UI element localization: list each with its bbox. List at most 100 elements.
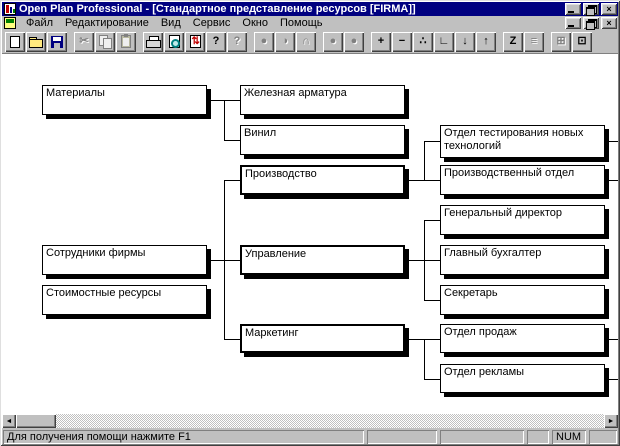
tile-button[interactable]: ⊞ bbox=[551, 31, 571, 52]
close-icon: × bbox=[606, 18, 612, 28]
context-help-button[interactable]: ? bbox=[227, 31, 247, 52]
resource-node-materials[interactable]: Материалы bbox=[42, 85, 207, 115]
menu-item-4[interactable]: Сервис bbox=[192, 17, 231, 29]
minimize-button[interactable] bbox=[565, 3, 581, 15]
toolbar-group bbox=[5, 31, 68, 52]
menu-item-1[interactable]: Файл bbox=[26, 17, 54, 29]
connector-line bbox=[424, 379, 440, 380]
resource-node-management[interactable]: Управление bbox=[240, 245, 405, 275]
move-down-button[interactable]: ↓ bbox=[455, 31, 475, 52]
zigzag-icon: Z bbox=[509, 35, 517, 47]
view-circle-4-button[interactable]: ● bbox=[344, 31, 364, 52]
remove-button[interactable]: − bbox=[392, 31, 412, 52]
question-mark-icon: ? bbox=[212, 35, 220, 47]
connector-line bbox=[424, 220, 425, 300]
child-close-button[interactable]: × bbox=[601, 17, 617, 29]
add-button[interactable]: + bbox=[371, 31, 391, 52]
resource-node-secretary[interactable]: Секретарь bbox=[440, 285, 605, 315]
print-preview-button[interactable] bbox=[164, 31, 184, 52]
child-restore-button[interactable] bbox=[583, 17, 599, 30]
lined-page-icon: ≡ bbox=[530, 35, 538, 47]
resource-node-ceo[interactable]: Генеральный директор bbox=[440, 205, 605, 235]
connector-line bbox=[424, 220, 440, 221]
print-button[interactable] bbox=[143, 31, 163, 52]
paste-button[interactable] bbox=[116, 31, 136, 52]
scatter-button[interactable]: ∴ bbox=[413, 31, 433, 52]
view-circle-2-button[interactable]: ◑ bbox=[275, 31, 295, 52]
status-panel-1 bbox=[367, 430, 437, 444]
menu-item-5[interactable]: Окно bbox=[242, 17, 268, 29]
resource-node-ads-dept[interactable]: Отдел рекламы bbox=[440, 364, 605, 393]
update-button[interactable] bbox=[185, 31, 205, 52]
title-bar[interactable]: Open Plan Professional - [Стандартное пр… bbox=[2, 2, 618, 16]
new-file-button[interactable] bbox=[5, 31, 25, 52]
clipboard-icon bbox=[121, 34, 131, 48]
close-icon: × bbox=[606, 4, 612, 14]
connector-line bbox=[424, 339, 425, 379]
menu-item-3[interactable]: Вид bbox=[160, 17, 181, 29]
minus-icon: − bbox=[398, 35, 406, 47]
status-panel-4 bbox=[589, 430, 617, 444]
menu-item-2[interactable]: Редактирование bbox=[65, 17, 149, 29]
connector-line bbox=[609, 180, 618, 181]
open-file-button[interactable] bbox=[26, 31, 46, 52]
resource-node-staff[interactable]: Сотрудники фирмы bbox=[42, 245, 207, 275]
child-minimize-button[interactable] bbox=[565, 17, 581, 29]
zigzag-button[interactable]: Z bbox=[503, 31, 523, 52]
resource-node-cost[interactable]: Стоимостные ресурсы bbox=[42, 285, 207, 315]
connector-line bbox=[424, 300, 440, 301]
fit-window-button[interactable]: ⊡ bbox=[572, 31, 592, 52]
connector-line bbox=[424, 141, 425, 180]
resource-node-test-dept[interactable]: Отдел тестирования новых технологий bbox=[440, 125, 605, 158]
move-up-button[interactable]: ↑ bbox=[476, 31, 496, 52]
connector-line bbox=[224, 339, 240, 340]
scissors-icon: ✂ bbox=[79, 35, 89, 47]
resource-node-production[interactable]: Производство bbox=[240, 165, 405, 195]
copy-button[interactable] bbox=[95, 31, 115, 52]
arch-icon: ∩ bbox=[302, 35, 310, 47]
steps-button[interactable]: ∟ bbox=[434, 31, 454, 52]
view-circle-1-button[interactable]: ● bbox=[254, 31, 274, 52]
resource-node-prod-dept[interactable]: Производственный отдел bbox=[440, 165, 605, 195]
cut-button[interactable]: ✂ bbox=[74, 31, 94, 52]
floppy-disk-icon bbox=[51, 35, 63, 48]
connector-line bbox=[424, 141, 440, 142]
restore-button[interactable] bbox=[583, 3, 599, 16]
resource-node-sales-dept[interactable]: Отдел продаж bbox=[440, 324, 605, 353]
menu-item-6[interactable]: Помощь bbox=[279, 17, 323, 29]
document-icon[interactable] bbox=[4, 17, 16, 29]
menu-bar: Файл Редактирование Вид Сервис Окно Помощь × bbox=[2, 16, 618, 30]
view-circle-3-button[interactable]: ● bbox=[323, 31, 343, 52]
resource-node-steel[interactable]: Железная арматура bbox=[240, 85, 405, 115]
scroll-right-button[interactable]: ► bbox=[604, 414, 618, 428]
window-title: Open Plan Professional - [Стандартное пр… bbox=[19, 3, 416, 15]
down-arrow-icon: ↓ bbox=[462, 35, 468, 47]
notes-button[interactable]: ≡ bbox=[524, 31, 544, 52]
app-icon[interactable] bbox=[4, 3, 16, 15]
status-panel-2 bbox=[440, 430, 524, 444]
toolbar-group: ✂ bbox=[74, 31, 137, 52]
save-button[interactable] bbox=[47, 31, 67, 52]
view-arch-button[interactable]: ∩ bbox=[296, 31, 316, 52]
help-button[interactable]: ? bbox=[206, 31, 226, 52]
new-file-icon bbox=[10, 35, 20, 48]
scrollbar-thumb[interactable] bbox=[16, 414, 56, 428]
dots-icon: ∴ bbox=[419, 35, 427, 47]
connector-line bbox=[211, 260, 240, 261]
resource-node-vinyl[interactable]: Винил bbox=[240, 125, 405, 155]
scroll-left-button[interactable]: ◄ bbox=[2, 414, 16, 428]
plus-icon: + bbox=[377, 35, 385, 47]
connector-line bbox=[609, 379, 618, 380]
close-button[interactable]: × bbox=[601, 3, 617, 15]
connector-line bbox=[224, 100, 225, 140]
connector-line bbox=[609, 339, 618, 340]
page-magnifier-icon bbox=[168, 35, 180, 48]
resource-node-accountant[interactable]: Главный бухгалтер bbox=[440, 245, 605, 275]
circle-icon: ● bbox=[260, 35, 268, 47]
toolbar-group: ●● bbox=[323, 31, 365, 52]
resource-node-marketing[interactable]: Маркетинг bbox=[240, 324, 405, 353]
arrow-question-icon: ? bbox=[233, 35, 241, 47]
horizontal-scrollbar[interactable]: ◄ ► bbox=[2, 414, 618, 428]
status-message: Для получения помощи нажмите F1 bbox=[3, 430, 364, 444]
